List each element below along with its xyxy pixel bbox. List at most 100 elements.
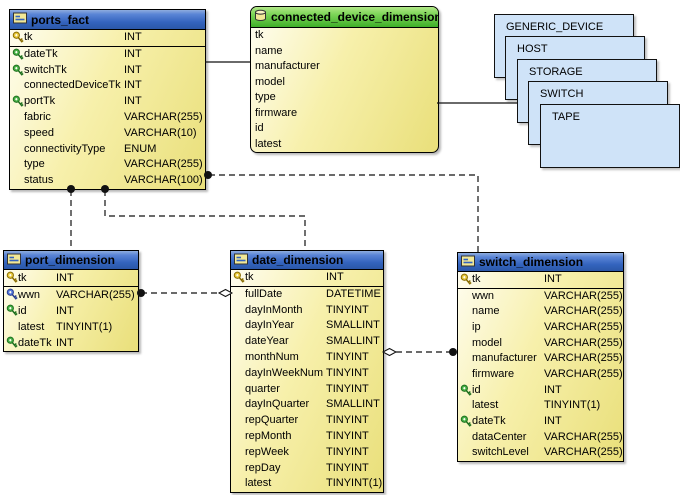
- column-type: INT: [56, 337, 74, 349]
- column-row-connected_device_dimension-latest[interactable]: latest: [251, 137, 438, 153]
- table-header-connected_device_dimension[interactable]: connected_device_dimension: [251, 7, 438, 28]
- column-type: TINYINT: [326, 350, 369, 363]
- column-name: tk: [245, 271, 254, 283]
- column-row-port_dimension-dateTk[interactable]: dateTk INT: [4, 335, 138, 351]
- column-name: ip: [472, 320, 481, 333]
- column-name: model: [472, 336, 502, 349]
- column-name: id: [255, 122, 264, 134]
- relation-date_dimension-switch_dimension[interactable]: [381, 347, 457, 357]
- column-name: type: [24, 158, 45, 171]
- column-name: dateYear: [245, 335, 289, 348]
- column-type: VARCHAR(255): [544, 289, 623, 302]
- column-row-connected_device_dimension-type[interactable]: type: [251, 90, 438, 106]
- green-key-icon: [460, 384, 472, 398]
- column-name: tk: [472, 273, 481, 285]
- column-row-connected_device_dimension-name[interactable]: name: [251, 44, 438, 60]
- column-type: TINYINT: [326, 382, 369, 395]
- relation-ports_fact-switch_dimension[interactable]: [204, 171, 479, 252]
- column-name: name: [255, 44, 283, 57]
- table-header-switch_dimension[interactable]: switch_dimension: [458, 253, 623, 272]
- relation-ports_fact-date_dimension[interactable]: [101, 185, 306, 250]
- blue-key-icon: [6, 288, 18, 302]
- table-icon: [234, 253, 248, 268]
- device-type-label: HOST: [517, 43, 548, 55]
- column-type: VARCHAR(255): [544, 305, 623, 318]
- column-name: tk: [24, 31, 33, 43]
- column-name: switchTk: [24, 63, 67, 76]
- table-title: ports_fact: [31, 12, 90, 27]
- column-type: INT: [544, 383, 562, 396]
- column-row-connected_device_dimension-firmware[interactable]: firmware: [251, 106, 438, 122]
- column-type: TINYINT: [326, 414, 369, 427]
- table-icon: [13, 12, 27, 27]
- column-type: VARCHAR(255): [544, 430, 623, 443]
- green-key-icon: [12, 48, 24, 62]
- column-row-connected_device_dimension-manufacturer[interactable]: manufacturer: [251, 59, 438, 75]
- device-type-label: SWITCH: [540, 88, 584, 100]
- column-type: INT: [124, 63, 142, 76]
- column-type: TINYINT: [326, 366, 369, 379]
- table-header-port_dimension[interactable]: port_dimension: [4, 251, 138, 270]
- column-row-connected_device_dimension-id[interactable]: id: [251, 121, 438, 137]
- green-key-icon: [12, 95, 24, 109]
- column-name: tk: [18, 272, 27, 284]
- column-row-connected_device_dimension-tk[interactable]: tk: [251, 28, 438, 44]
- relation-ports_fact-port_dimension[interactable]: [67, 185, 75, 250]
- table-header-ports_fact[interactable]: ports_fact: [10, 10, 205, 30]
- column-row-ports_fact-switchTk[interactable]: switchTk INT: [10, 63, 205, 79]
- column-name: dateTk: [18, 337, 52, 349]
- relation-port_dimension-date_dimension[interactable]: [137, 288, 234, 298]
- gold-key-icon: [460, 273, 472, 287]
- table-header-date_dimension[interactable]: date_dimension: [231, 251, 383, 270]
- column-row-connected_device_dimension-model[interactable]: model: [251, 75, 438, 91]
- column-type: TINYINT: [326, 461, 369, 474]
- device-type-box-TAPE[interactable]: TAPE: [540, 104, 680, 168]
- column-name: portTk: [24, 95, 56, 108]
- column-name: dateTk: [472, 414, 506, 427]
